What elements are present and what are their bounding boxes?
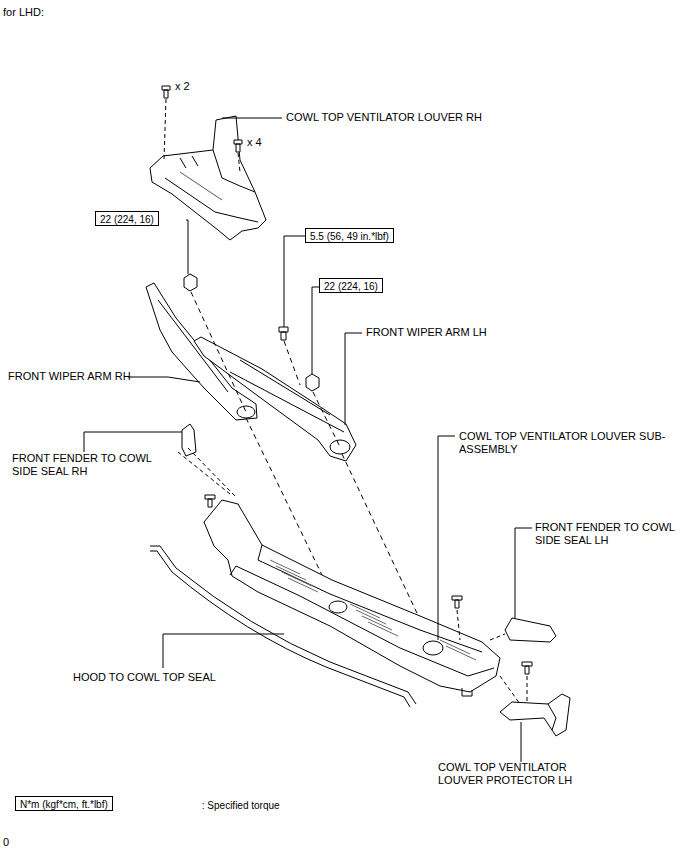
- leader-line: [222, 118, 282, 119]
- leader-line: [438, 436, 455, 640]
- torque-value: 5.5 (56, 49 in.*lbf): [310, 231, 389, 242]
- torque-box: 22 (224, 16): [95, 211, 159, 226]
- torque-value: 22 (224, 16): [324, 281, 378, 292]
- torque-box: 5.5 (56, 49 in.*lbf): [305, 228, 394, 243]
- nut: [184, 274, 319, 391]
- leader-line: [521, 722, 522, 762]
- louver-rh: [150, 116, 266, 240]
- leader-line: [163, 634, 284, 668]
- leader-line: [284, 236, 305, 327]
- quantity: x 2: [175, 80, 190, 93]
- part-name: FRONT WIPER ARM LH: [366, 326, 487, 339]
- side-seal-lh: [452, 596, 556, 642]
- legend-box: N*m (kgf*cm, ft.*lbf): Specified torque: [15, 796, 113, 811]
- leader-line: [186, 220, 188, 274]
- leader-line: [312, 287, 319, 374]
- part-name: FRONT WIPER ARM RH: [8, 370, 131, 383]
- leader-line: [128, 377, 200, 382]
- part-name: FRONT FENDER TO COWL SIDE SEAL LH: [535, 521, 675, 547]
- bolt: [162, 86, 242, 172]
- torque-value: N*m (kgf*cm, ft.*lbf): [20, 799, 108, 810]
- part-name: FRONT FENDER TO COWL SIDE SEAL RH: [12, 452, 172, 478]
- part-name: COWL TOP VENTILATOR LOUVER RH: [286, 111, 482, 124]
- page-number: 0: [3, 836, 9, 849]
- page-note: for LHD:: [3, 6, 44, 19]
- part-name: COWL TOP VENTILATOR LOUVER PROTECTOR LH: [438, 761, 603, 787]
- cowl-louver-sub-assembly: [204, 500, 500, 696]
- legend-text: : Specified torque: [202, 800, 280, 811]
- louver-protector-lh: [500, 662, 570, 736]
- wiper-arm-lh: [194, 337, 356, 461]
- leader-line: [84, 432, 182, 452]
- leader-line: [345, 333, 362, 425]
- torque-value: 22 (224, 16): [100, 214, 154, 225]
- side-seal-rh: [178, 424, 236, 497]
- part-name: HOOD TO COWL TOP SEAL: [73, 671, 216, 684]
- quantity: x 4: [247, 136, 262, 149]
- bolt: [205, 495, 215, 507]
- part-name: COWL TOP VENTILATOR LOUVER SUB-ASSEMBLY: [459, 430, 674, 456]
- torque-box: 22 (224, 16): [319, 278, 383, 293]
- leader-line: [515, 528, 532, 618]
